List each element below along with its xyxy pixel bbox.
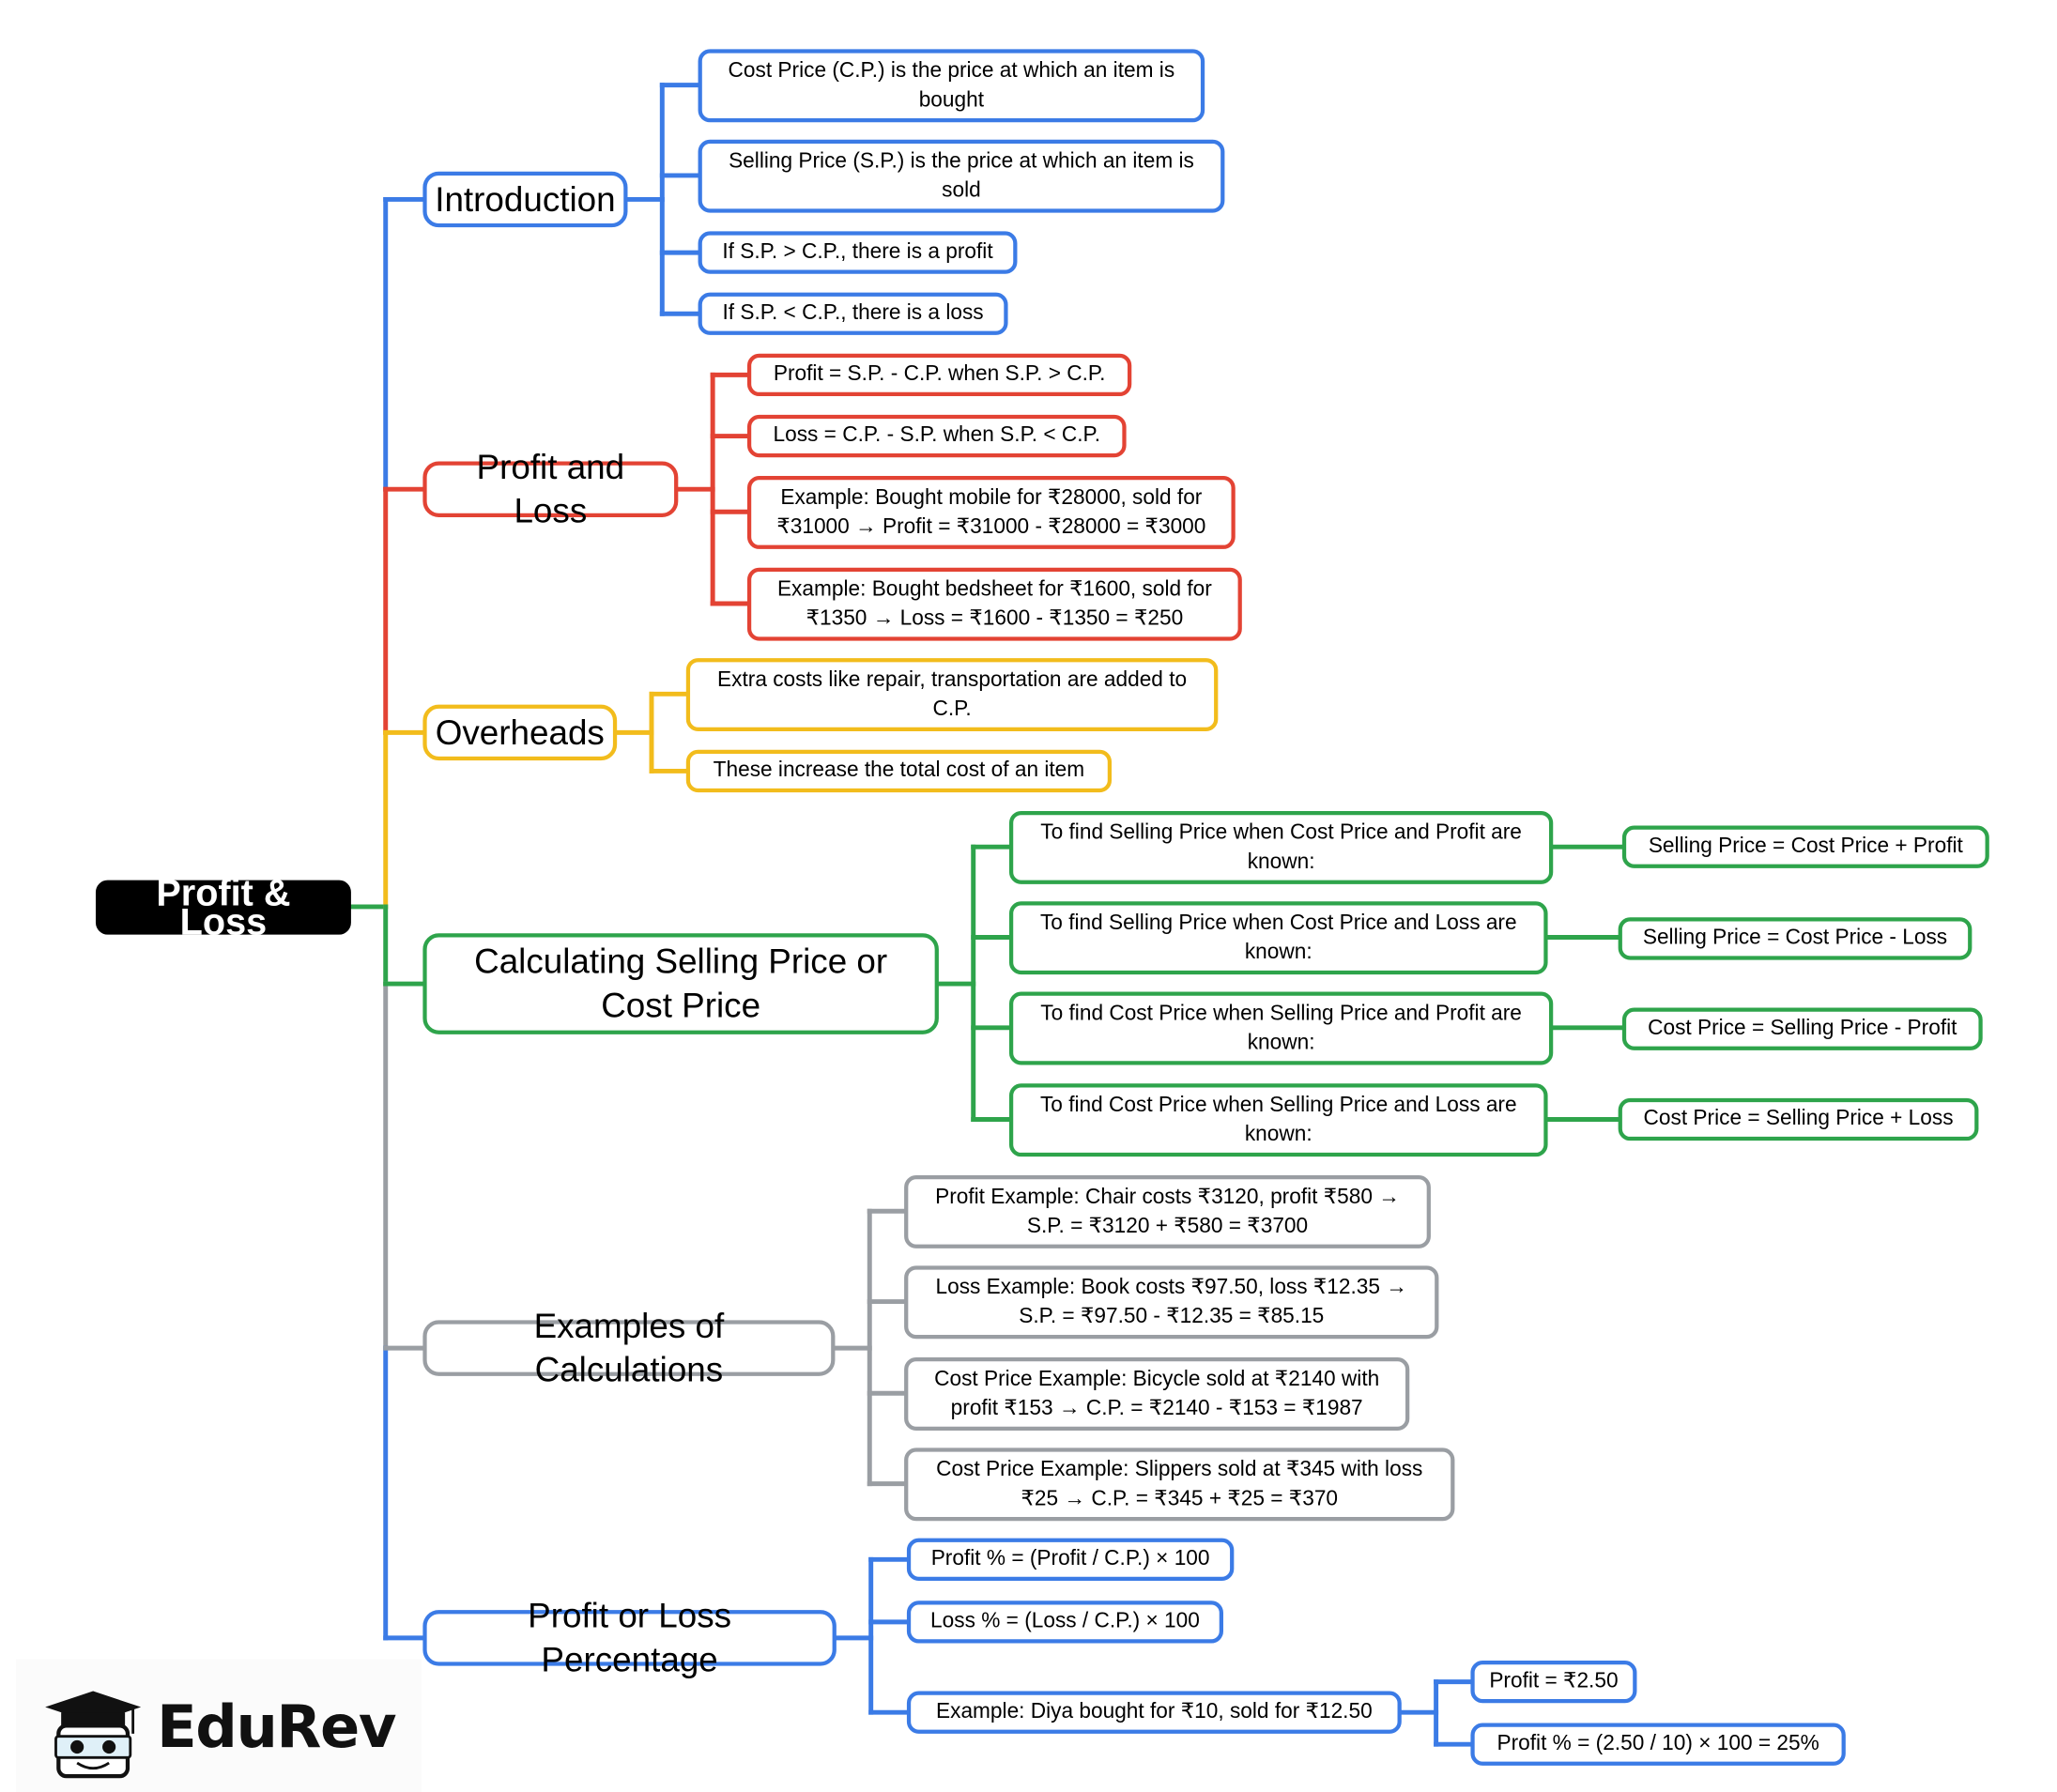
formula-cp-minus-profit[interactable]: Cost Price = Selling Price - Profit xyxy=(1621,1007,1983,1050)
profit-percent-formula[interactable]: Profit % = (Profit / C.P.) × 100 xyxy=(906,1538,1235,1581)
bedsheet-example-node[interactable]: Example: Bought bedsheet for ₹1600, sold… xyxy=(746,567,1242,641)
book-example-node[interactable]: Loss Example: Book costs ₹97.50, loss ₹1… xyxy=(904,1265,1439,1340)
diya-profit-percent-node[interactable]: Profit % = (2.50 / 10) × 100 = 25% xyxy=(1470,1723,1846,1766)
edurev-logo[interactable]: EduRev xyxy=(15,1659,422,1792)
intro-profit-rule-node[interactable]: If S.P. > C.P., there is a profit xyxy=(698,231,1018,274)
loss-percent-formula[interactable]: Loss % = (Loss / C.P.) × 100 xyxy=(906,1601,1223,1644)
loss-formula-node[interactable]: Loss = C.P. - S.P. when S.P. < C.P. xyxy=(746,414,1127,458)
intro-cost-price-node[interactable]: Cost Price (C.P.) is the price at which … xyxy=(698,49,1205,123)
formula-sp-plus-profit[interactable]: Selling Price = Cost Price + Profit xyxy=(1621,825,1989,868)
intro-selling-price-node[interactable]: Selling Price (S.P.) is the price at whi… xyxy=(698,139,1225,213)
intro-loss-rule-node[interactable]: If S.P. < C.P., there is a loss xyxy=(698,292,1008,335)
branch-percentage[interactable]: Profit or Loss Percentage xyxy=(422,1596,837,1679)
slippers-example-node[interactable]: Cost Price Example: Slippers sold at ₹34… xyxy=(904,1447,1455,1522)
branch-overheads[interactable]: Overheads xyxy=(422,704,618,761)
find-cp-loss-node[interactable]: To find Cost Price when Selling Price an… xyxy=(1008,1083,1548,1157)
branch-calculating-sp-cp[interactable]: Calculating Selling Price or Cost Price xyxy=(422,933,939,1034)
formula-cp-plus-loss[interactable]: Cost Price = Selling Price + Loss xyxy=(1618,1097,1979,1141)
bicycle-example-node[interactable]: Cost Price Example: Bicycle sold at ₹214… xyxy=(904,1357,1410,1431)
mobile-example-node[interactable]: Example: Bought mobile for ₹28000, sold … xyxy=(746,476,1236,549)
branch-profit-and-loss[interactable]: Profit and Loss xyxy=(422,447,679,530)
overheads-increase-node[interactable]: These increase the total cost of an item xyxy=(685,749,1113,793)
diya-profit-node[interactable]: Profit = ₹2.50 xyxy=(1470,1660,1637,1704)
profit-formula-node[interactable]: Profit = S.P. - C.P. when S.P. > C.P. xyxy=(746,353,1132,397)
overheads-extra-costs-node[interactable]: Extra costs like repair, transportation … xyxy=(685,658,1219,731)
edurev-logo-text: EduRev xyxy=(157,1693,396,1762)
graduation-cap-mascot-icon xyxy=(45,1691,142,1779)
diya-example-node[interactable]: Example: Diya bought for ₹10, sold for ₹… xyxy=(906,1691,1402,1734)
root-node[interactable]: Profit & Loss xyxy=(95,874,351,940)
find-sp-profit-node[interactable]: To find Selling Price when Cost Price an… xyxy=(1008,810,1554,884)
find-cp-profit-node[interactable]: To find Cost Price when Selling Price an… xyxy=(1008,991,1554,1065)
chair-example-node[interactable]: Profit Example: Chair costs ₹3120, profi… xyxy=(904,1175,1431,1248)
find-sp-loss-node[interactable]: To find Selling Price when Cost Price an… xyxy=(1008,901,1548,975)
formula-sp-minus-loss[interactable]: Selling Price = Cost Price - Loss xyxy=(1618,917,1973,960)
branch-introduction[interactable]: Introduction xyxy=(422,171,628,228)
branch-examples[interactable]: Examples of Calculations xyxy=(422,1306,836,1389)
